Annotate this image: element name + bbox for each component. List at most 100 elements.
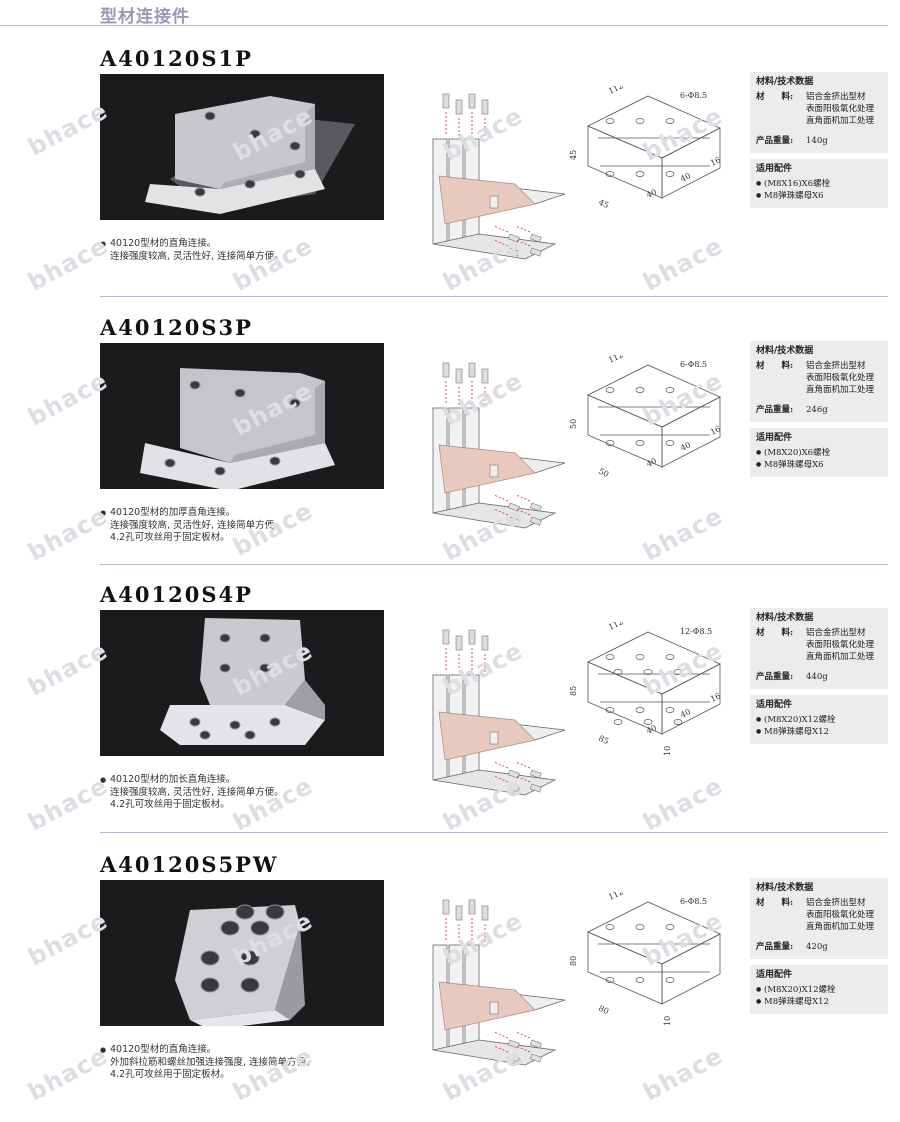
- material-row: 材 料: 铝合金挤出型材表面阳极氧化处理直角面机加工处理: [756, 897, 882, 933]
- product-description: 40120型材的直角连接。连接强度较高, 灵活性好, 连接简单方便。: [100, 238, 284, 263]
- material-line: 直角面机加工处理: [806, 116, 875, 126]
- weight-row: 产品重量: 440g: [756, 671, 882, 683]
- technical-drawing: 112 6-Φ8.5 45 45 40 40 16: [569, 81, 738, 226]
- weight-value: 140g: [806, 136, 828, 146]
- dim-width: 112: [607, 892, 625, 902]
- bracket-photo-svg: [160, 618, 325, 745]
- accessories-heading: 适用配件: [756, 700, 793, 710]
- hole-8: [244, 730, 256, 740]
- weight-key: 产品重量:: [756, 942, 794, 952]
- technical-drawing-svg: 112 6-Φ8.5 80 80 10: [569, 887, 721, 1026]
- dim-thickness: 10: [663, 746, 672, 756]
- dim-holes: 12-Φ8.5: [680, 627, 712, 636]
- material-key: 材 料:: [756, 628, 794, 638]
- dim-depth: 85: [597, 734, 610, 746]
- hole-5: [294, 169, 306, 179]
- description-line: 40120型材的直角连接。: [100, 238, 284, 251]
- dim-edge: 16: [709, 155, 722, 167]
- hole-1: [249, 129, 261, 139]
- hole-5: [240, 977, 260, 993]
- material-line: 表面阳极氧化处理: [806, 640, 875, 650]
- hole-5: [269, 456, 281, 466]
- page-title: 型材连接件: [100, 7, 190, 27]
- accessories-box: 适用配件 (M8X20)X12螺栓M8弹珠螺母X12: [750, 965, 888, 1014]
- accessories-box: 适用配件 (M8X20)X12螺栓M8弹珠螺母X12: [750, 695, 888, 744]
- material-heading: 材料/技术数据: [756, 77, 814, 87]
- accessory-item: M8弹珠螺母X6: [756, 459, 882, 471]
- dim-pitch-1: 40: [645, 456, 658, 468]
- accessory-item: M8弹珠螺母X12: [756, 996, 882, 1008]
- accessories-heading: 适用配件: [756, 164, 793, 174]
- accessory-item: (M8X20)X12螺栓: [756, 714, 882, 726]
- dim-holes: 6-Φ8.5: [680, 360, 707, 369]
- dim-depth: 80: [597, 1004, 610, 1016]
- description-line: 40120型材的加长直角连接。: [100, 774, 284, 787]
- hole-1: [259, 633, 271, 643]
- dim-height: 80: [570, 956, 578, 966]
- material-line: 表面阳极氧化处理: [806, 910, 875, 920]
- weight-value: 420g: [806, 942, 828, 952]
- material-values: 铝合金挤出型材表面阳极氧化处理直角面机加工处理: [806, 897, 882, 933]
- technical-drawing-svg: 112 12-Φ8.5 85 85 40 40 16 Φ4.2 10: [548, 617, 722, 756]
- dim-width: 112: [607, 355, 625, 365]
- dim-pitch-2: 40: [679, 440, 692, 452]
- dim-height: 85: [570, 686, 578, 696]
- accessories-heading: 适用配件: [756, 970, 793, 980]
- description-line: 4.2孔可攻丝用于固定板材。: [110, 799, 230, 810]
- dim-pitch-1: 40: [645, 187, 658, 199]
- weight-row: 产品重量: 246g: [756, 404, 882, 416]
- assembly-svg: [432, 362, 566, 529]
- accessories-box: 适用配件 (M8X20)X6螺栓M8弹珠螺母X6: [750, 428, 888, 477]
- accessories-box: 适用配件 (M8X16)X6螺栓M8弹珠螺母X6: [750, 159, 888, 208]
- dim-pitch-2: 40: [679, 707, 692, 719]
- material-key: 材 料:: [756, 361, 794, 371]
- product-section: A40120S3P 40120型材的加厚直角连接。连接强度较高, 灵活性好, 连…: [0, 315, 900, 585]
- assembly-diagram: [415, 353, 575, 538]
- accessory-item: (M8X20)X12螺栓: [756, 984, 882, 996]
- dim-thickness: 10: [663, 1016, 672, 1026]
- dim-holes: 6-Φ8.5: [680, 91, 707, 100]
- hole-4: [189, 717, 201, 727]
- hole-3: [164, 458, 176, 468]
- material-line: 铝合金挤出型材: [806, 361, 866, 371]
- material-box: 材料/技术数据 材 料: 铝合金挤出型材表面阳极氧化处理直角面机加工处理 产品重…: [750, 878, 888, 959]
- description-line: 40120型材的加厚直角连接。: [100, 507, 284, 520]
- model-number: A40120S4P: [100, 582, 253, 607]
- dim-edge: 16: [709, 424, 722, 436]
- header-divider: [0, 25, 888, 26]
- weight-value: 440g: [806, 672, 828, 682]
- accessory-item: (M8X20)X6螺栓: [756, 447, 882, 459]
- product-photo: [100, 74, 384, 220]
- description-line: 连接强度较高, 灵活性好, 连接简单方便。: [110, 786, 284, 798]
- hole-3: [240, 950, 260, 966]
- hole-4: [244, 179, 256, 189]
- section-divider: [100, 564, 888, 565]
- hole-0: [204, 111, 216, 121]
- material-row: 材 料: 铝合金挤出型材表面阳极氧化处理直角面机加工处理: [756, 91, 882, 127]
- material-line: 直角面机加工处理: [806, 652, 875, 662]
- assembly-diagram: [415, 890, 575, 1075]
- assembly-svg: [432, 629, 566, 796]
- material-line: 直角面机加工处理: [806, 922, 875, 932]
- material-heading: 材料/技术数据: [756, 883, 814, 893]
- dim-depth: 45: [597, 198, 610, 210]
- weight-row: 产品重量: 420g: [756, 941, 882, 953]
- hole-0: [220, 920, 240, 936]
- material-values: 铝合金挤出型材表面阳极氧化处理直角面机加工处理: [806, 627, 882, 663]
- hole-6: [269, 717, 281, 727]
- material-values: 铝合金挤出型材表面阳极氧化处理直角面机加工处理: [806, 360, 882, 396]
- weight-key: 产品重量:: [756, 136, 794, 146]
- hole-0: [189, 380, 201, 390]
- spec-panel: 材料/技术数据 材 料: 铝合金挤出型材表面阳极氧化处理直角面机加工处理 产品重…: [750, 878, 888, 1014]
- dim-pitch-2: 40: [679, 171, 692, 183]
- hole-2: [289, 141, 301, 151]
- dim-pitch-1: 40: [645, 723, 658, 735]
- assembly-svg: [432, 899, 566, 1066]
- material-line: 铝合金挤出型材: [806, 898, 866, 908]
- material-line: 表面阳极氧化处理: [806, 373, 875, 383]
- dim-holes: 6-Φ8.5: [680, 897, 707, 906]
- dim-width: 112: [607, 622, 625, 632]
- product-photo: [100, 343, 384, 489]
- material-heading: 材料/技术数据: [756, 346, 814, 356]
- material-box: 材料/技术数据 材 料: 铝合金挤出型材表面阳极氧化处理直角面机加工处理 产品重…: [750, 72, 888, 153]
